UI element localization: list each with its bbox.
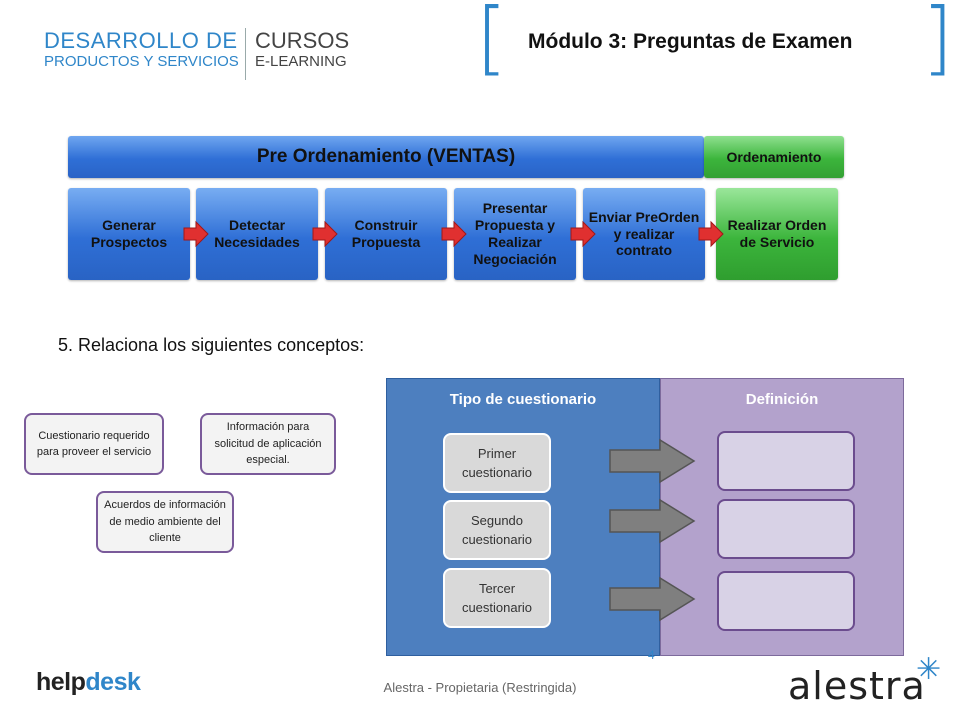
definition-drop-slot[interactable] — [717, 431, 855, 491]
step-enviar-preorden: Enviar PreOrden y realizar contrato — [583, 188, 705, 280]
definition-drop-slot[interactable] — [717, 499, 855, 559]
gray-arrow-icon — [609, 498, 696, 544]
step-realizar-orden: Realizar Orden de Servicio — [716, 188, 838, 280]
step-presentar-propuesta: Presentar Propuesta y Realizar Negociaci… — [454, 188, 576, 280]
first-questionnaire-item: Primer cuestionario — [443, 433, 551, 493]
page-number: 4 — [648, 648, 655, 662]
helpdesk-logo: helpdesk — [36, 668, 141, 697]
logo-line-3: CURSOS — [255, 28, 350, 53]
helpdesk-logo-part2: desk — [85, 668, 141, 696]
red-arrow-icon — [183, 220, 209, 248]
left-bracket-icon: [ — [476, 0, 508, 84]
concept-card[interactable]: Información para solicitud de aplicación… — [200, 413, 336, 475]
ordering-bar: Ordenamiento — [704, 136, 844, 178]
concept-card[interactable]: Acuerdos de información de medio ambient… — [96, 491, 234, 553]
logo-line-2: PRODUCTOS Y SERVICIOS — [44, 53, 239, 70]
third-questionnaire-item: Tercer cuestionario — [443, 568, 551, 628]
gray-arrow-icon — [609, 576, 696, 622]
red-arrow-icon — [441, 220, 467, 248]
page-title: Módulo 3: Preguntas de Examen — [528, 30, 853, 53]
pre-ordering-bar: Pre Ordenamiento (VENTAS) — [68, 136, 704, 178]
definition-drop-slot[interactable] — [717, 571, 855, 631]
second-questionnaire-item: Segundo cuestionario — [443, 500, 551, 560]
logo-divider — [245, 28, 246, 80]
alestra-star-icon: ✳ — [916, 653, 942, 686]
logo-line-1: DESARROLLO DE — [44, 28, 238, 53]
red-arrow-icon — [698, 220, 724, 248]
logo-line-4: E-LEARNING — [255, 53, 347, 70]
step-construir-propuesta: Construir Propuesta — [325, 188, 447, 280]
question-type-header: Tipo de cuestionario — [449, 391, 597, 408]
alestra-logo: alestra — [788, 664, 926, 708]
definition-header: Definición — [745, 391, 819, 408]
gray-arrow-icon — [609, 438, 696, 484]
question-text: 5. Relaciona los siguientes conceptos: — [58, 335, 365, 355]
step-detectar-necesidades: Detectar Necesidades — [196, 188, 318, 280]
concept-card[interactable]: Cuestionario requerido para proveer el s… — [24, 413, 164, 475]
definition-panel: Definición — [660, 378, 904, 656]
footer-text: Alestra - Propietaria (Restringida) — [383, 680, 577, 695]
right-bracket-icon: ] — [922, 0, 954, 84]
red-arrow-icon — [570, 220, 596, 248]
step-generar-prospectos: Generar Prospectos — [68, 188, 190, 280]
red-arrow-icon — [312, 220, 338, 248]
helpdesk-logo-part1: help — [36, 668, 86, 696]
